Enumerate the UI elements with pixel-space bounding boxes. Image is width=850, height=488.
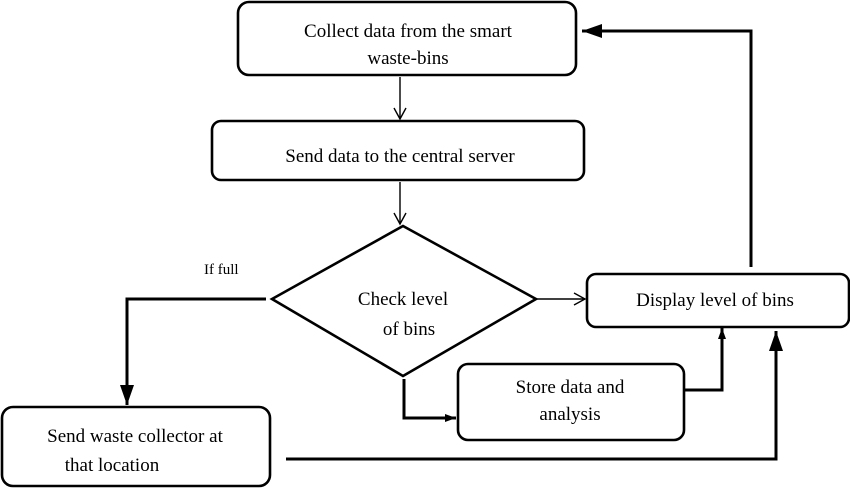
node-display-level-label: Display level of bins: [636, 290, 794, 311]
arrow-send-collector-to-display: [286, 331, 783, 461]
node-check-level-line2: of bins: [383, 319, 435, 340]
node-send-collector-line1: Send waste collector at: [47, 426, 223, 447]
node-send-collector-line2: that location: [65, 455, 160, 476]
arrow-check-to-send-collector: [120, 297, 266, 405]
node-send-to-server: [210, 119, 586, 182]
node-collect-data-line1: Collect data from the smart: [304, 21, 513, 42]
node-send-collector: [0, 405, 272, 488]
node-display-level: [585, 272, 850, 329]
arrow-store-to-display: [685, 328, 726, 392]
node-store-data-line1: Store data and: [516, 377, 625, 398]
edge-label-if-full: If full: [204, 262, 239, 278]
node-collect-data: [236, 0, 578, 77]
arrow-display-to-collect: [582, 24, 753, 267]
node-collect-data-line2: waste-bins: [367, 48, 448, 69]
arrow-check-to-store: [402, 379, 456, 422]
node-check-level-line1: Check level: [358, 289, 448, 310]
node-send-to-server-label: Send data to the central server: [285, 146, 515, 167]
node-check-level-diamond: [269, 224, 539, 378]
node-store-data: [456, 362, 686, 442]
node-store-data-line2: analysis: [539, 404, 600, 425]
